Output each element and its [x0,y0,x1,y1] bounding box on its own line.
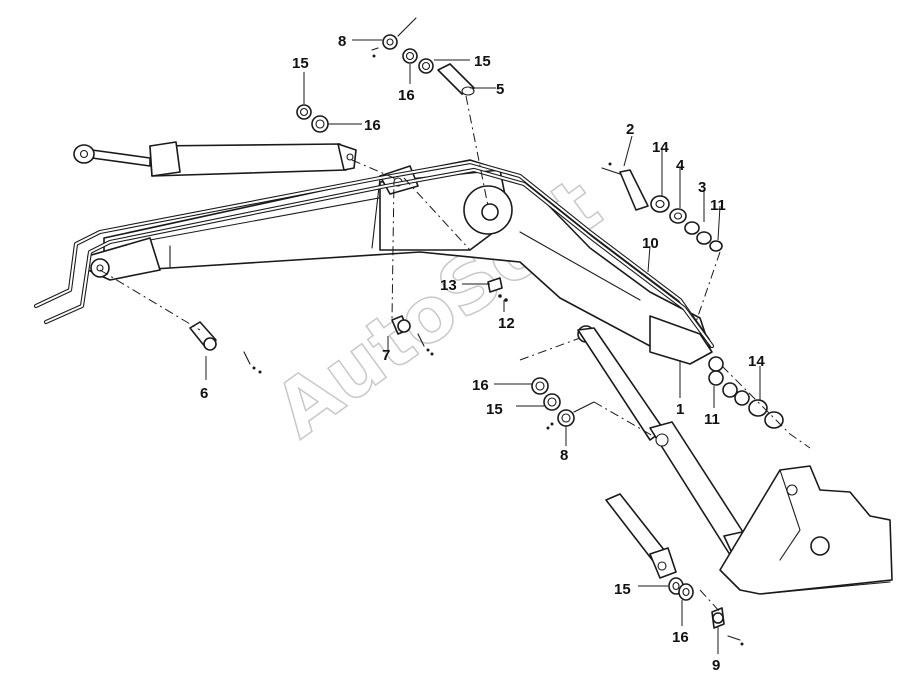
callout-16-top: 16 [398,87,415,104]
ring-15-top [418,58,434,74]
pin-13 [487,277,503,293]
callout-15-top: 15 [474,53,491,70]
callout-11-lower: 11 [704,411,720,428]
callout-11-upper: 11 [710,197,726,214]
pin-9 [711,607,744,646]
rings-15-16-left [296,104,329,133]
callout-14-upper: 14 [652,139,669,156]
ring-16-top [402,48,418,64]
callout-15-bottom: 15 [614,581,631,598]
pin-7 [391,315,434,356]
callout-labels: 8 15 16 5 15 16 2 14 4 3 11 10 13 12 7 6… [200,33,765,674]
bucket-cylinder [605,493,677,579]
pin-2 [601,162,649,211]
callout-16-bottom: 16 [672,629,689,646]
rings-15-16-bottom [668,577,694,601]
hydraulic-hoses [33,159,715,349]
callout-7: 7 [382,347,390,364]
boom-cylinder [73,141,357,177]
callout-6: 6 [200,385,208,402]
callout-15-mid: 15 [486,401,503,418]
callout-8-top: 8 [338,33,346,50]
arm-cylinder [577,327,771,567]
pin-5 [437,63,475,96]
callout-3: 3 [698,179,706,196]
upper-frame [719,465,893,595]
pin-8-top [371,17,417,58]
pin-6 [189,321,262,374]
callout-10: 10 [642,235,659,252]
rings-11-14-lower [708,370,784,429]
centre-lines [99,95,811,613]
callout-15-left: 15 [292,55,309,72]
rings-15-16-mid [531,377,561,411]
callout-1: 1 [676,401,684,418]
bolt-12 [498,294,508,302]
leader-lines [205,39,761,654]
callout-4: 4 [676,157,685,174]
callout-5: 5 [496,81,504,98]
callout-14-lower: 14 [748,353,765,370]
callout-8-mid: 8 [560,447,568,464]
callout-13: 13 [440,277,457,294]
ring-3-11-upper [684,221,723,252]
ring-14-upper [650,195,670,213]
callout-12: 12 [498,315,515,332]
callout-9: 9 [712,657,720,674]
callout-16-mid: 16 [472,377,489,394]
callout-16-left: 16 [364,117,381,134]
ring-4 [669,208,687,224]
callout-2: 2 [626,121,634,138]
